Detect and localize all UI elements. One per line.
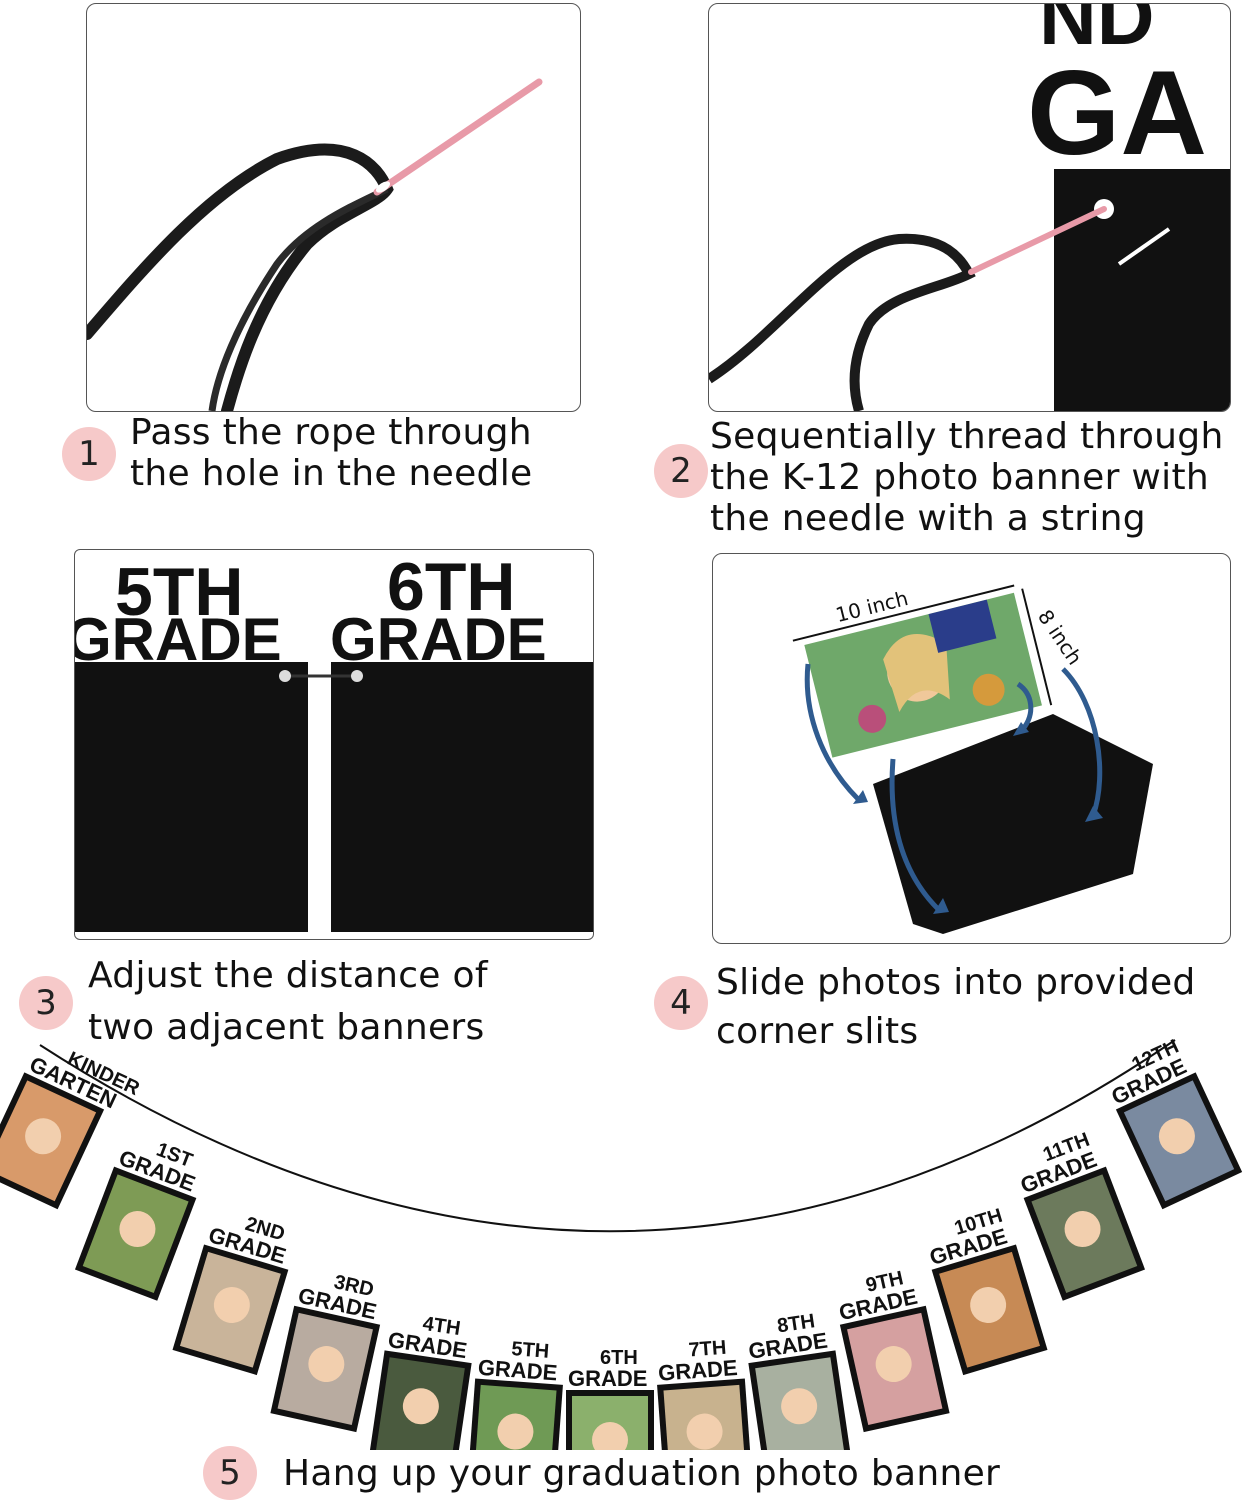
step5-caption: Hang up your graduation photo banner xyxy=(283,1453,1001,1494)
banner-grade-label: 5TH xyxy=(511,1338,550,1363)
arrow-icon xyxy=(1016,681,1034,731)
step2-image-panel: ND GA xyxy=(708,3,1231,412)
left-grade-top: 5TH xyxy=(115,554,243,630)
needle-icon xyxy=(968,206,1107,275)
step1-number-badge: 1 xyxy=(62,427,116,481)
banner-grade-label: GRADE xyxy=(568,1366,647,1391)
needle-rope-illustration xyxy=(87,78,543,411)
svg-text:GA: GA xyxy=(1027,46,1207,180)
adjacent-banners-illustration: 5TH GRADE 6TH GRADE xyxy=(75,550,593,932)
banner-grade-label: 7TH xyxy=(688,1337,727,1362)
black-card xyxy=(873,714,1153,934)
graduation-photo-banner: KINDERGARTEN1STGRADE2NDGRADE3RDGRADE4THG… xyxy=(0,1036,1243,1450)
banner-grade-label: 8TH xyxy=(776,1310,817,1337)
arrow-icon xyxy=(1061,667,1103,817)
arrow-icon xyxy=(889,758,940,911)
step3-image-panel: 5TH GRADE 6TH GRADE xyxy=(74,549,594,940)
step5-number-badge: 5 xyxy=(203,1446,257,1500)
right-grade-top: 6TH xyxy=(387,550,515,625)
step3-caption: Adjust the distance of two adjacent bann… xyxy=(88,955,488,1048)
step3-number-badge: 3 xyxy=(19,976,73,1030)
step4-caption: Slide photos into provided corner slits xyxy=(716,962,1196,1052)
left-grade-bottom: GRADE xyxy=(75,606,282,673)
step1-image-panel xyxy=(86,3,581,412)
banner-card xyxy=(1054,169,1230,411)
arrow-icon xyxy=(804,663,860,801)
banner-rope xyxy=(39,1039,1176,1233)
thread-through-banner-illustration: ND GA xyxy=(709,4,1230,411)
right-grade-bottom: GRADE xyxy=(330,606,547,673)
needle-icon xyxy=(373,78,543,196)
svg-text:ND: ND xyxy=(1039,4,1155,61)
right-banner-card xyxy=(331,662,593,932)
banner-grade-label: 6TH xyxy=(600,1347,638,1369)
height-dimension-label: 8 inch xyxy=(1033,605,1087,669)
step4-number-badge: 4 xyxy=(654,976,708,1030)
banner-grade-label: 4TH xyxy=(421,1313,462,1340)
step4-image-panel: 10 inch 8 inch xyxy=(712,553,1231,944)
step1-caption: Pass the rope through the hole in the ne… xyxy=(130,412,533,494)
step2-caption: Sequentially thread through the K-12 pho… xyxy=(710,416,1224,539)
left-banner-card xyxy=(75,662,308,932)
slide-photo-illustration: 10 inch 8 inch xyxy=(792,584,1153,934)
step2-number-badge: 2 xyxy=(654,444,708,498)
banner-grade-label: GRADE xyxy=(477,1355,558,1386)
banner-grade-label: GRADE xyxy=(657,1355,738,1386)
